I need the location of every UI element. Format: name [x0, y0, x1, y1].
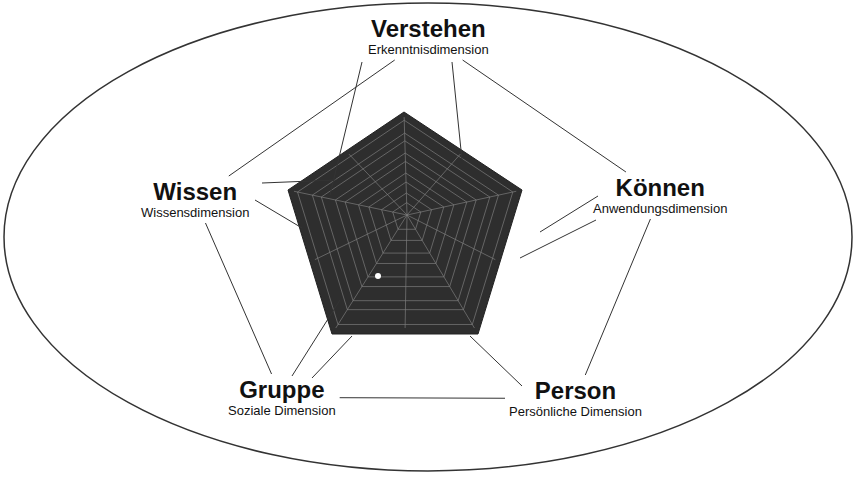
dimension-subtitle: Anwendungsdimension: [593, 201, 727, 217]
outer-ellipse: [4, 3, 852, 471]
dimension-subtitle: Soziale Dimension: [228, 403, 336, 419]
connector-line: [205, 223, 271, 374]
dimension-title: Wissen: [141, 178, 249, 205]
leader-lines: [255, 62, 598, 386]
dimension-label: WissenWissensdimension: [137, 176, 253, 223]
dimension-label: KönnenAnwendungsdimension: [589, 172, 731, 219]
connector-line: [229, 60, 395, 176]
dimension-subtitle: Persönliche Dimension: [509, 404, 642, 420]
dimension-subtitle: Erkenntnisdimension: [368, 42, 489, 58]
connector-line: [340, 397, 505, 399]
spider-web: [294, 117, 516, 328]
dimension-label: VerstehenErkenntnisdimension: [364, 13, 493, 60]
dimension-title: Verstehen: [368, 15, 489, 42]
dimension-title: Person: [509, 377, 642, 404]
dimension-subtitle: Wissensdimension: [141, 205, 249, 221]
dimension-title: Können: [593, 174, 727, 201]
dimension-label: GruppeSoziale Dimension: [224, 374, 340, 421]
dimension-title: Gruppe: [228, 376, 336, 403]
web-pentagon: [288, 112, 522, 334]
connector-line: [463, 60, 626, 172]
web-dot: [375, 273, 381, 279]
dimension-label: PersonPersönliche Dimension: [505, 375, 646, 422]
connector-line: [585, 219, 650, 375]
